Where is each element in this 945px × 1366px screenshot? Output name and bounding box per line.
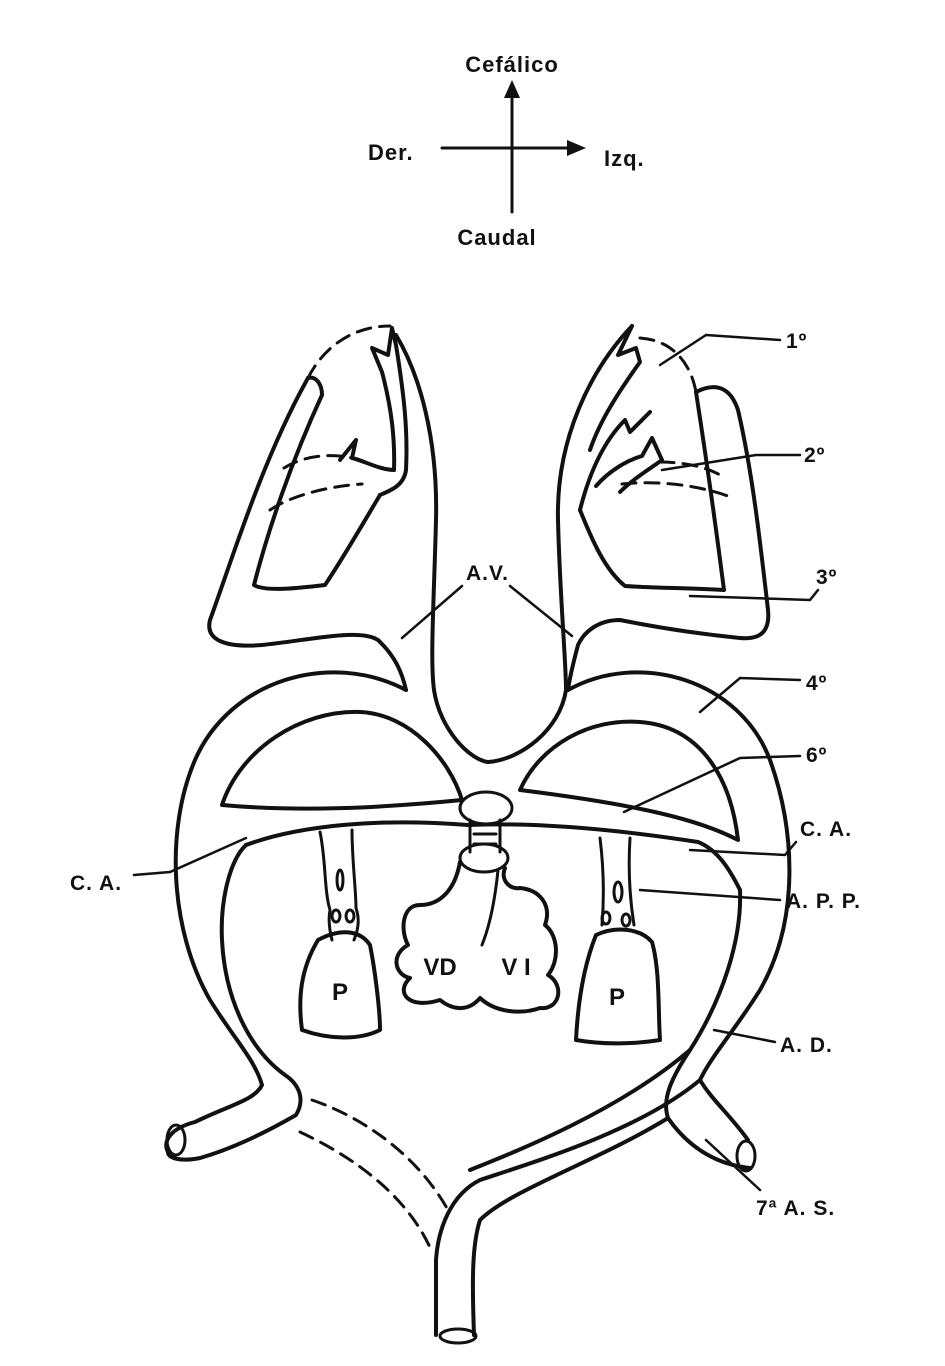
label-right-lung: P — [332, 979, 348, 1006]
right-pulmonary-artery — [320, 830, 358, 940]
truncus-base — [460, 844, 508, 872]
pulmonary-structures: P P — [300, 830, 660, 1043]
heart-outline — [396, 862, 558, 1012]
right-first-arch-stub — [308, 378, 322, 395]
right-sixth-arch-window — [222, 712, 462, 809]
right-fourth-arch-outer — [166, 672, 406, 1152]
label-sixth-arch: 6º — [806, 744, 827, 767]
aortic-sac — [460, 792, 512, 824]
label-fourth-arch: 4º — [806, 672, 827, 695]
label-dorsal-aorta: A. D. — [780, 1034, 833, 1057]
orientation-compass: Cefálico Caudal Der. Izq. — [368, 52, 645, 250]
leader-app — [640, 890, 780, 900]
label-first-arch: 1º — [786, 330, 807, 353]
left-pulmonary-detail-3 — [622, 914, 630, 926]
arrow-right-icon — [567, 140, 586, 156]
left-dorsal-aorta-inner — [488, 326, 632, 762]
leader-arch-3 — [690, 590, 818, 600]
descending-aorta-lumen — [440, 1329, 476, 1343]
interventricular-groove — [482, 870, 498, 945]
label-carotid-right: C. A. — [70, 872, 122, 895]
label-left-lung: P — [609, 984, 625, 1011]
left-sixth-arch-window — [520, 722, 738, 840]
right-dorsal-aorta-inner — [396, 335, 488, 762]
descending-aorta-left-wall — [436, 1080, 700, 1335]
left-external-carotid-upper — [580, 412, 650, 510]
right-external-carotid-sprout — [340, 328, 407, 495]
right-pulmonary-detail — [337, 870, 343, 890]
label-vertebral-artery: A.V. — [466, 562, 509, 585]
label-left-ventricle: V I — [501, 954, 530, 981]
right-pulmonary-detail-2 — [332, 910, 340, 922]
leader-lines — [134, 335, 818, 1190]
label-second-arch: 2º — [804, 444, 825, 467]
label-seventh-segmental-artery: 7ª A. S. — [756, 1197, 835, 1220]
arrow-up-icon — [504, 80, 520, 98]
label-third-arch: 3º — [816, 566, 837, 589]
right-dorsal-aorta — [168, 845, 300, 1160]
left-pulmonary-detail-2 — [602, 912, 610, 924]
label-right-ventricle: VD — [423, 954, 456, 981]
left-cranial-arches — [488, 326, 768, 762]
right-pulmonary-detail-3 — [346, 910, 354, 922]
label-pulmonary-artery: A. P. P. — [786, 890, 861, 913]
leader-arch-1 — [660, 335, 780, 365]
left-pulmonary-detail — [614, 882, 622, 902]
label-carotid-left: C. A. — [800, 818, 852, 841]
label-cephalic: Cefálico — [465, 52, 559, 77]
fourth-arches — [166, 672, 789, 1343]
regressed-right-dorsal-aorta-lower — [300, 1132, 432, 1252]
label-right-side: Der. — [368, 140, 414, 165]
regressed-right-dorsal-aorta-upper — [312, 1100, 448, 1210]
leader-ca-right — [134, 838, 246, 875]
label-left-side: Izq. — [604, 146, 645, 171]
leader-av — [402, 586, 572, 638]
label-caudal: Caudal — [457, 225, 536, 250]
